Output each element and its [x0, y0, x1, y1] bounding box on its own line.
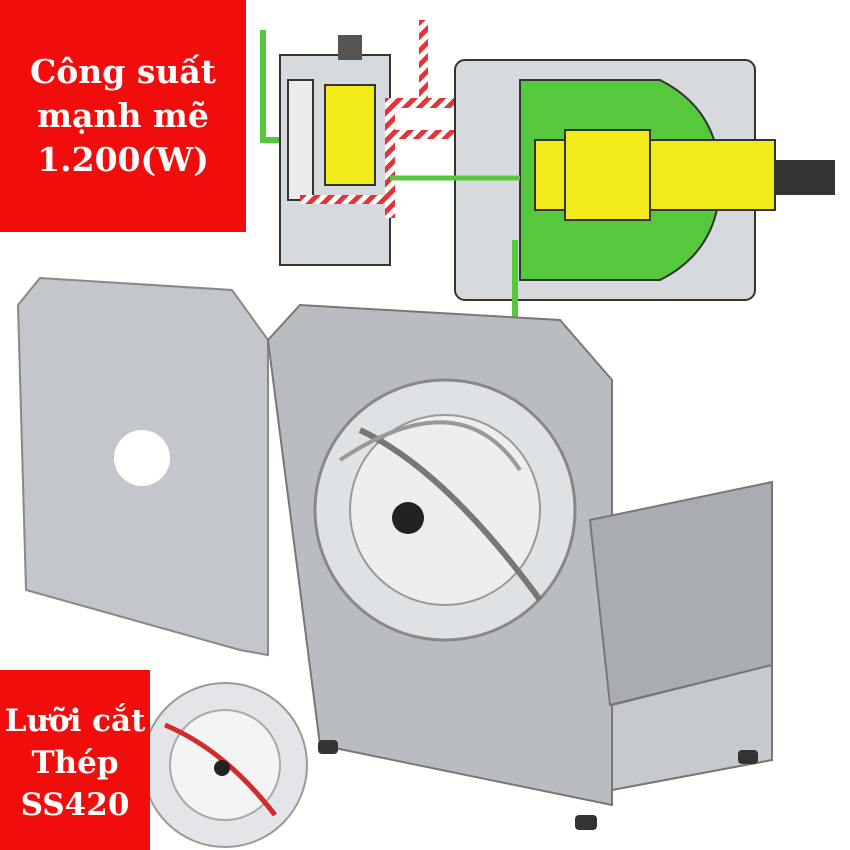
blade-hub [392, 502, 424, 534]
pressure-pipe-vertical [419, 20, 428, 100]
machine-foot-left [318, 740, 338, 754]
valve-cap [338, 35, 362, 60]
blade-badge-line1: Lưỡi cắt [4, 703, 146, 739]
blade-badge-line2: Thép [31, 745, 119, 781]
pump-shaft [775, 160, 835, 195]
power-badge-line3: 1.200(W) [37, 140, 209, 179]
door-window-hole [114, 430, 170, 486]
blade-badge-line3: SS420 [20, 787, 130, 823]
power-badge: Công suất mạnh mẽ 1.200(W) [0, 0, 246, 232]
machine-foot-right [575, 815, 597, 830]
power-badge-line1: Công suất [29, 52, 217, 91]
blade-badge: Lưỡi cắt Thép SS420 [0, 670, 150, 850]
power-badge-line2: mạnh mẽ [37, 96, 209, 135]
valve-spring [324, 84, 376, 186]
